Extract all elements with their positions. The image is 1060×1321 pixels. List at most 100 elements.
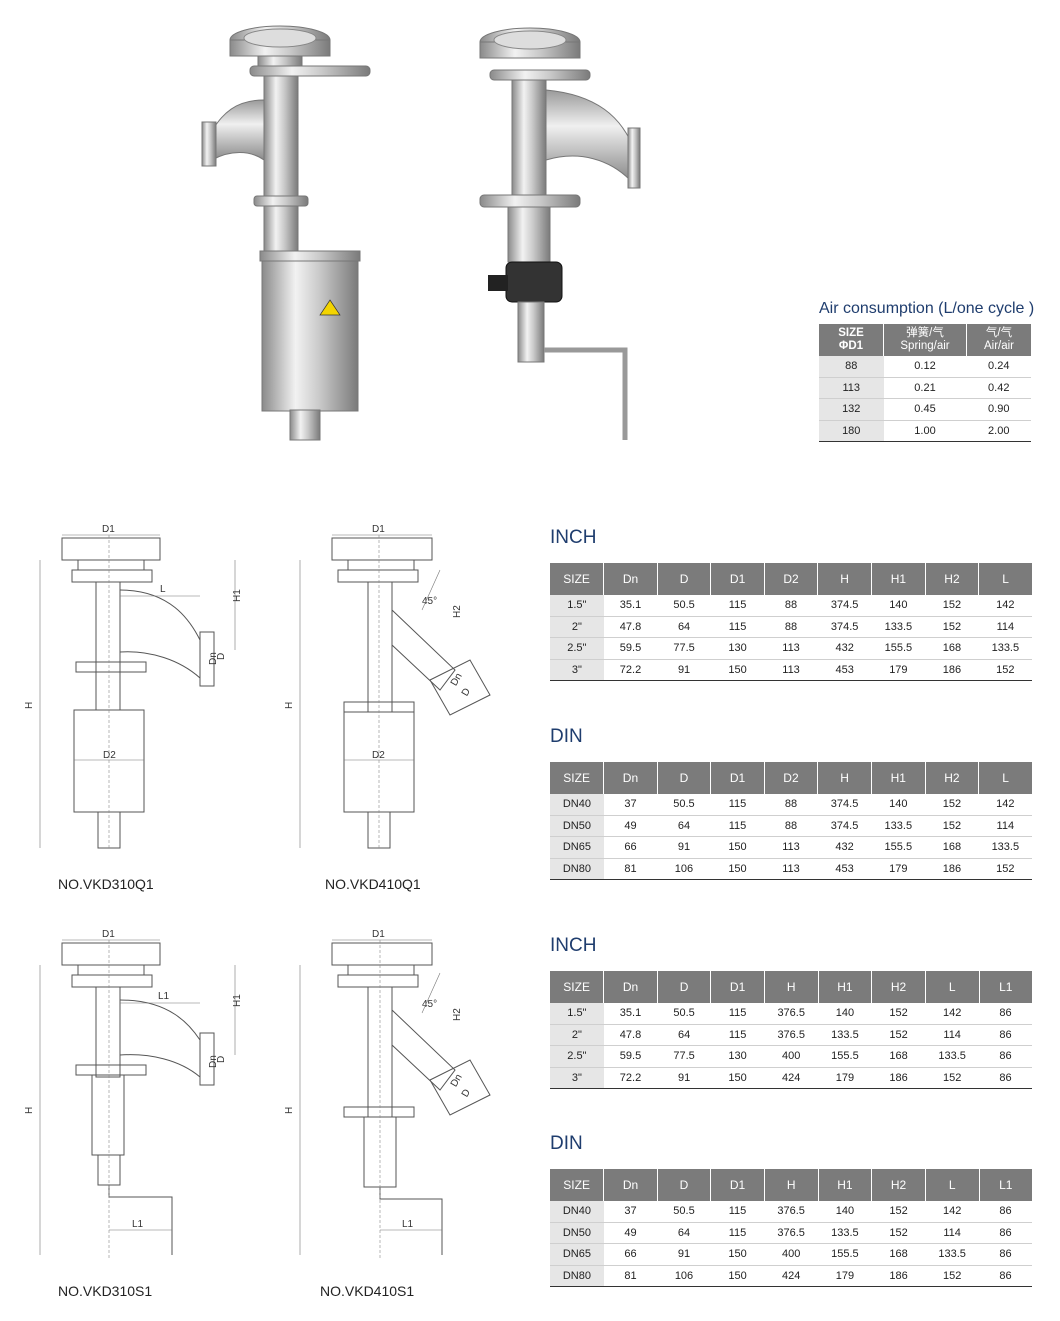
table-cell: 132 (819, 398, 884, 421)
col-header: H (817, 563, 872, 595)
table-cell: 424 (764, 1265, 819, 1287)
col-header: D2 (763, 762, 818, 794)
table-cell: 3" (550, 1067, 604, 1089)
table-cell: 376.5 (764, 1222, 819, 1244)
table-cell: 59.5 (603, 1045, 658, 1068)
dim-label-h: H (284, 702, 295, 709)
table-cell: 150 (710, 659, 765, 681)
dim-label-h1: H1 (232, 589, 243, 602)
table-cell: 86 (979, 1222, 1032, 1244)
table-cell: 1.5" (550, 1003, 604, 1025)
col-header: H2 (924, 762, 979, 794)
model-label-vkd310s1: NO.VKD310S1 (58, 1283, 153, 1299)
table-cell: DN65 (550, 836, 604, 859)
model-label-vkd410q1: NO.VKD410Q1 (325, 876, 421, 892)
table-cell: 152 (925, 595, 979, 617)
table-cell: 115 (710, 1024, 765, 1046)
dim-label-h2: H2 (452, 605, 463, 618)
table-cell: 376.5 (764, 1003, 819, 1025)
table-cell: 47.8 (603, 1024, 658, 1046)
table-cell: 86 (979, 1243, 1032, 1266)
table-cell: 0.24 (966, 356, 1031, 378)
table-cell: 133.5 (871, 616, 926, 638)
dim-label-h: H (24, 1107, 35, 1114)
table-cell: 152 (978, 858, 1032, 880)
table-cell: 113 (819, 377, 884, 399)
table-cell: 155.5 (871, 637, 926, 660)
drawing-vkd310q1: H D1 L H1 Dn D D2 (24, 524, 243, 850)
table-cell: 179 (818, 1265, 872, 1287)
dim-label-dn: Dn (208, 652, 219, 665)
table-cell: 186 (925, 659, 979, 681)
table-cell: 77.5 (657, 637, 711, 660)
table-cell: 113 (764, 836, 818, 859)
table-cell: 150 (710, 1067, 765, 1089)
dim-label-d2: D2 (372, 750, 385, 761)
table-cell: 88 (764, 794, 818, 816)
table-cell: 150 (710, 858, 765, 880)
dim-label-l1: L1 (158, 991, 170, 1002)
table-cell: 59.5 (603, 637, 658, 660)
table-cell: 114 (978, 815, 1032, 837)
table-cell: 179 (871, 659, 926, 681)
dim-label-d: D (460, 1087, 473, 1099)
dim-label-dn: Dn (208, 1055, 219, 1068)
dim-label-dn: Dn (449, 671, 465, 688)
valve-photo-pneumatic (201, 25, 371, 441)
table-cell: 140 (818, 1201, 872, 1223)
table-cell: 91 (657, 1243, 711, 1266)
col-header: L (924, 971, 980, 1003)
table-cell: 64 (657, 1024, 711, 1046)
table-cell: 113 (764, 858, 818, 880)
table-cell: 64 (657, 1222, 711, 1244)
table-cell: 374.5 (817, 794, 872, 816)
col-header: D (656, 971, 711, 1003)
dim-label-l1-bottom: L1 (402, 1219, 414, 1230)
table-cell: 47.8 (603, 616, 658, 638)
col-header: H2 (924, 563, 979, 595)
col-header: SIZE (550, 563, 604, 595)
model-label-vkd310q1: NO.VKD310Q1 (58, 876, 154, 892)
table-cell: DN65 (550, 1243, 604, 1266)
table-cell: 168 (925, 836, 979, 859)
table-cell: 152 (925, 794, 979, 816)
table-cell: 155.5 (818, 1243, 872, 1266)
table-cell: 142 (925, 1201, 980, 1223)
table-cell: 106 (657, 858, 711, 880)
col-header: H1 (817, 971, 872, 1003)
table-cell: 374.5 (817, 815, 872, 837)
table-cell: 142 (978, 595, 1032, 617)
col-header: D (656, 762, 711, 794)
table-cell: 400 (764, 1045, 819, 1068)
table-cell: 106 (657, 1265, 711, 1287)
table-cell: 155.5 (818, 1045, 872, 1068)
table-cell: 50.5 (657, 1201, 711, 1223)
table-cell: 168 (871, 1045, 926, 1068)
table-cell: 186 (871, 1067, 926, 1089)
dim-label-h2: H2 (452, 1008, 463, 1021)
table-cell: 88 (819, 356, 884, 378)
col-header: H (817, 762, 872, 794)
table-cell: 86 (979, 1045, 1032, 1068)
table-cell: 66 (603, 836, 658, 859)
table-cell: 133.5 (925, 1243, 980, 1266)
table-cell: 152 (871, 1222, 926, 1244)
table-cell: 150 (710, 836, 765, 859)
dim-label-d: D (460, 686, 473, 698)
col-header: SIZE (550, 971, 604, 1003)
table-cell: 0.90 (966, 398, 1031, 421)
table-cell: 150 (710, 1243, 765, 1266)
table-cell: DN80 (550, 1265, 604, 1287)
table-cell: 81 (603, 858, 658, 880)
table-cell: 152 (871, 1201, 926, 1223)
table-cell: DN50 (550, 815, 604, 837)
table-cell: 152 (925, 815, 979, 837)
table-cell: 0.42 (966, 377, 1031, 399)
